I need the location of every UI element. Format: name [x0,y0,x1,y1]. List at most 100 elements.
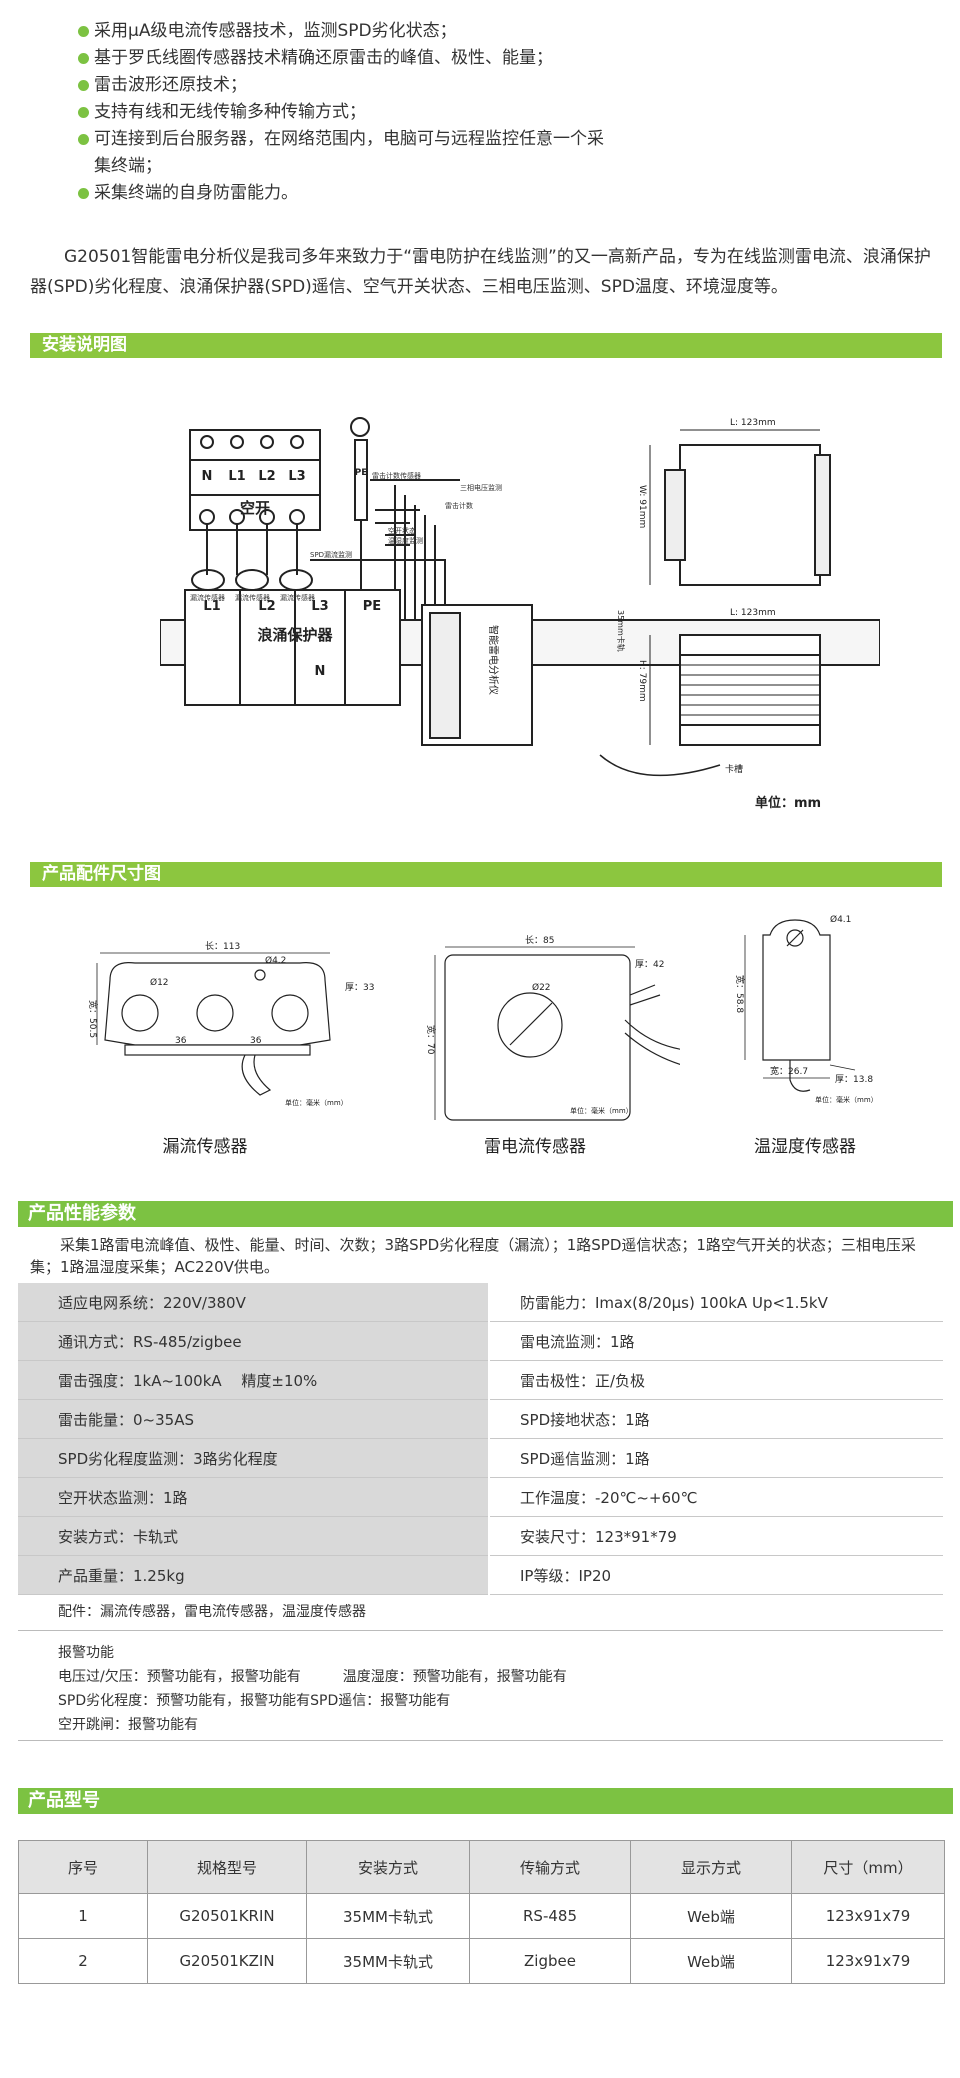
leak-sensor-drawing: 长：113 Ø4.2 Ø12 宽：50.5 厚：33 36 36 单位：毫米（m… [87,940,374,1107]
table-header-row: 序号 规格型号 安装方式 传输方式 显示方式 尺寸（mm） [18,1840,945,1894]
params-cell: SPD劣化程度监测：3路劣化程度 [18,1438,490,1478]
table-cell: 123x91x79 [791,1938,945,1984]
analyzer-label: 智能雷电分析仪 [487,625,500,695]
part-dia: Ø12 [150,977,169,988]
terminal-label: L1 [228,469,245,484]
params-row: 空开状态监测：1路工作温度：-20℃~+60℃ [18,1477,943,1517]
part-caption: 温湿度传感器 [754,1137,856,1157]
table-cell: Web端 [630,1938,792,1984]
part-thick: 厚：13.8 [835,1074,873,1085]
table-cell: 123x91x79 [791,1893,945,1939]
col-header: 序号 [18,1840,148,1894]
section-title: 产品型号 [28,1790,100,1811]
terminal-label: L2 [258,469,275,484]
params-cell: IP等级：IP20 [489,1555,943,1595]
part-len: 长：113 [205,940,240,952]
table-cell: G20501KZIN [147,1938,307,1984]
dim-l-label: L: 123mm [730,418,776,428]
part-unit: 单位：毫米（mm） [285,1098,348,1107]
params-cell: SPD接地状态：1路 [489,1399,943,1439]
part-unit: 单位：毫米（mm） [570,1106,633,1115]
feature-item: 基于罗氏线圈传感器技术精确还原雷击的峰值、极性、能量； [78,45,718,72]
params-cell: 雷击极性：正/负极 [489,1360,943,1400]
spd-terminal-label: L2 [258,599,275,614]
params-cell: 雷击能量：0~35AS [18,1399,490,1439]
params-row: 安装方式：卡轨式安装尺寸：123*91*79 [18,1516,943,1556]
part-pitch: 36 [175,1036,187,1046]
rail-label-right: 35mm卡轨 [616,610,626,652]
table-row: 2 G20501KZIN 35MM卡轨式 Zigbee Web端 123x91x… [18,1938,945,1984]
alarm-line: 电压过/欠压：预警功能有，报警功能有 温度湿度：预警功能有，报警功能有 [58,1669,567,1685]
alarm-line: 空开跳闸：报警功能有 [58,1717,198,1733]
col-header: 尺寸（mm） [791,1840,945,1894]
part-dia: Ø22 [532,982,551,993]
table-cell: G20501KRIN [147,1893,307,1939]
section-parts-header: 产品配件尺寸图 [30,862,942,887]
feature-item: 可连接到后台服务器，在网络范围内，电脑可与远程监控任意一个采集终端； [78,126,604,180]
spd-terminal-label: L1 [203,599,220,614]
params-cell: 工作温度：-20℃~+60℃ [489,1477,943,1517]
table-row: 1 G20501KRIN 35MM卡轨式 RS-485 Web端 123x91x… [18,1893,945,1939]
dim-h-label: H: 79mm [637,660,647,702]
part-hole: Ø4.2 [265,955,286,966]
part-h: 宽：58.8 [735,975,746,1013]
params-cell: 空开状态监测：1路 [18,1477,490,1517]
install-diagram: N L1 L2 L3 空开 PE L1 L2 L3 PE 浪涌保护器 N 雷击计… [160,417,880,811]
section-model-header: 产品型号 [18,1788,953,1814]
feature-item: 雷击波形还原技术； [78,72,718,99]
params-cell: 安装尺寸：123*91*79 [489,1516,943,1556]
col-header: 安装方式 [306,1840,470,1894]
wire-label: SPD漏流监测 [310,550,352,559]
wire-label: 温湿度监测 [388,536,423,545]
part-hole: Ø4.1 [830,914,851,925]
wire-label: 雷击计数 [445,501,473,510]
section-title: 产品性能参数 [28,1203,136,1224]
temp-humidity-sensor-drawing: Ø4.1 宽：58.8 宽：26.7 厚：13.8 单位：毫米（mm） [735,914,878,1104]
table-cell: 1 [18,1893,148,1939]
alarm-line: SPD劣化程度：预警功能有，报警功能有SPD遥信：报警功能有 [58,1693,451,1709]
part-caption: 雷电流传感器 [484,1137,586,1157]
accessories-line: 配件：漏流传感器，雷电流传感器，温湿度传感器 [58,1604,366,1620]
alarm-block: 报警功能 电压过/欠压：预警功能有，报警功能有 温度湿度：预警功能有，报警功能有… [58,1641,567,1737]
part-caption: 漏流传感器 [162,1137,248,1157]
divider [18,1630,943,1631]
sensor-label: 漏流传感器 [280,593,315,602]
spd-label: 浪涌保护器 [257,626,333,644]
spd-n-label: N [315,664,326,679]
spd-terminal-label: PE [363,599,381,614]
section-title: 产品配件尺寸图 [42,864,161,884]
params-row: 雷击强度：1kA~100kA 精度±10%雷击极性：正/负极 [18,1360,943,1400]
table-cell: Web端 [630,1893,792,1939]
divider [18,1740,943,1741]
lightning-sensor-drawing: 长：85 Ø22 厚：42 宽：70 单位：毫米（mm） [425,934,680,1121]
ground-label: PE [355,468,368,478]
section-perf-header: 产品性能参数 [18,1201,953,1227]
part-h: 宽：70 [425,1025,437,1055]
params-cell: 雷击强度：1kA~100kA 精度±10% [18,1360,490,1400]
part-w: 宽：26.7 [770,1065,808,1077]
perf-intro: 采集1路雷电流峰值、极性、能量、时间、次数；3路SPD劣化程度（漏流）；1路SP… [30,1236,916,1276]
table-cell: Zigbee [469,1938,631,1984]
table-cell: 2 [18,1938,148,1984]
spd-terminal-label: L3 [311,599,328,614]
breaker-label: 空开 [240,499,270,517]
section-install-header: 安装说明图 [30,333,942,358]
wire-label: 三相电压监测 [460,483,502,492]
params-cell: 产品重量：1.25kg [18,1555,490,1595]
params-cell: 防雷能力：Imax(8/20μs) 100kA Up<1.5kV [489,1283,943,1322]
feature-list: 采用μA级电流传感器技术，监测SPD劣化状态； 基于罗氏线圈传感器技术精确还原雷… [78,18,718,207]
intro-paragraph: G20501智能雷电分析仪是我司多年来致力于“雷电防护在线监测”的又一高新产品，… [30,247,931,297]
terminal-label: N [202,469,213,484]
params-cell: SPD遥信监测：1路 [489,1438,943,1478]
part-thick: 厚：42 [635,959,664,970]
feature-item: 采用μA级电流传感器技术，监测SPD劣化状态； [78,18,718,45]
feature-item: 采集终端的自身防雷能力。 [78,180,718,207]
wire-label: 雷击计数传感器 [372,471,421,480]
table-cell: RS-485 [469,1893,631,1939]
